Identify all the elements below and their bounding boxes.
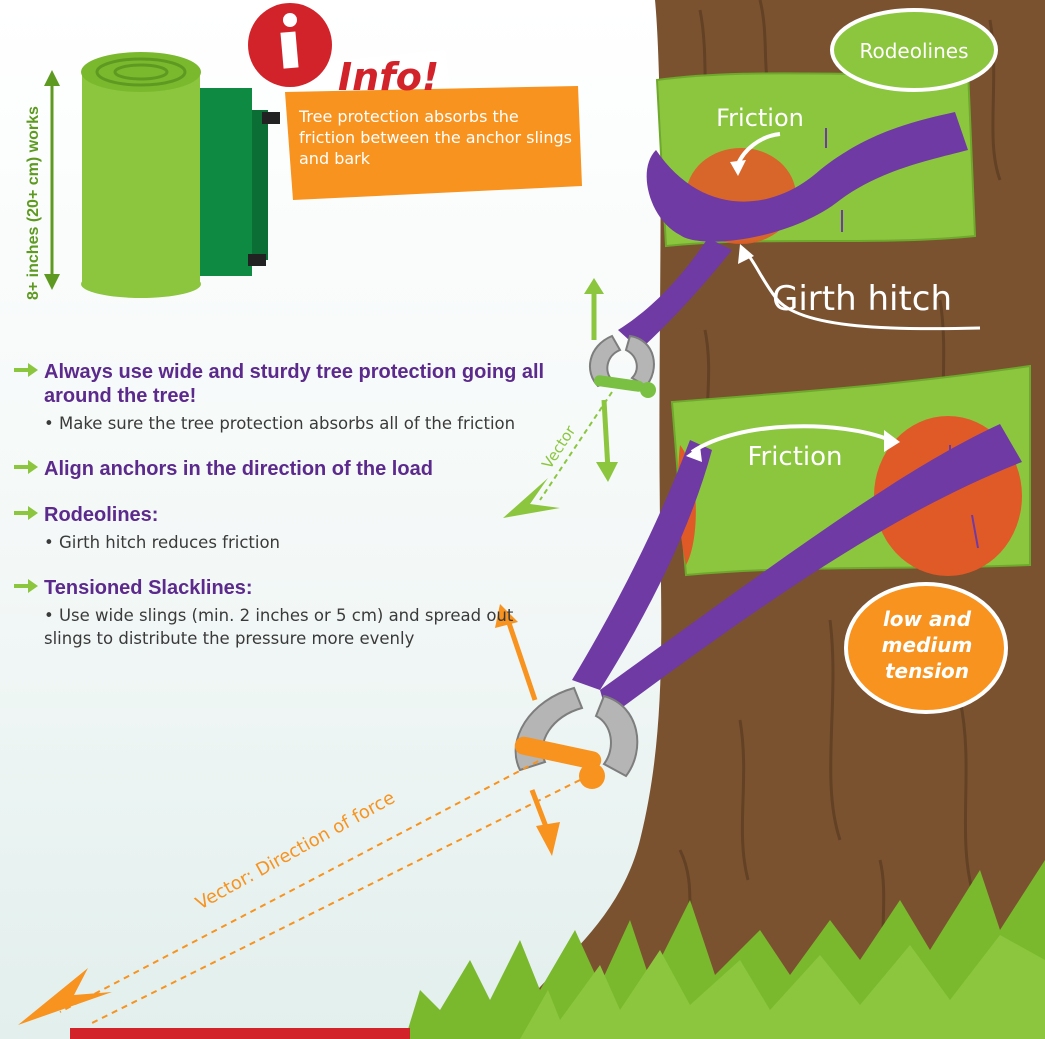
girth-hitch-label: Girth hitch [772, 279, 952, 319]
arrow-icon [14, 460, 38, 474]
info-icon [283, 13, 297, 27]
small-arrows [825, 128, 979, 549]
rodeolines-badge [830, 8, 998, 92]
girth-hitch-pointer [744, 251, 981, 331]
bullet-sub: • Use wide slings (min. 2 inches or 5 cm… [44, 606, 514, 648]
bullet-item: Tensioned Slacklines: • Use wide slings … [14, 576, 554, 650]
bullet-title: Rodeolines: [44, 504, 159, 526]
bullet-item: Rodeolines: • Girth hitch reduces fricti… [14, 503, 554, 554]
bullet-title: Align anchors in the direction of the lo… [44, 458, 433, 480]
tension-label: low and medium tension [881, 607, 973, 683]
bullet-sub: • Make sure the tree protection absorbs … [44, 414, 516, 433]
rodeolines-label: Rodeolines [860, 39, 969, 63]
footer-bar [70, 1028, 410, 1039]
sling-bottom-right [600, 424, 1022, 718]
arrow-icon [14, 579, 38, 593]
friction-arrow-bottom [690, 424, 891, 454]
sling-top-leg [618, 238, 732, 350]
bullet-item: Align anchors in the direction of the lo… [14, 457, 554, 481]
bullet-item: Always use wide and sturdy tree protecti… [14, 360, 554, 435]
arrow-icon [14, 506, 38, 520]
grass-front [520, 935, 1045, 1039]
bullet-sub: • Girth hitch reduces friction [44, 533, 281, 552]
info-title: Info! [338, 55, 439, 99]
sling-top [646, 112, 968, 242]
arrow-icon [14, 363, 38, 377]
friction-arrow-top [736, 132, 781, 165]
roll-width-label: 8+ inches (20+ cm) works [25, 106, 42, 300]
shackle-large [514, 686, 639, 789]
bullet-list: Always use wide and sturdy tree protecti… [14, 360, 554, 672]
vector-arrows-small [503, 278, 618, 518]
tension-badge [844, 582, 1008, 714]
info-badge [248, 3, 582, 200]
sling-bottom-left [572, 440, 712, 690]
bullet-title: Tensioned Slacklines: [44, 577, 253, 599]
shackle-small [589, 334, 656, 398]
tree-protection-roll [81, 52, 280, 298]
friction-label-bottom: Friction [747, 442, 842, 472]
bullet-title: Always use wide and sturdy tree protecti… [44, 361, 545, 407]
roll-width-arrow [44, 70, 60, 290]
vector-arrows-large [18, 604, 581, 1025]
info-text: Tree protection absorbs the friction bet… [299, 107, 572, 168]
friction-label-top: Friction [716, 104, 804, 132]
